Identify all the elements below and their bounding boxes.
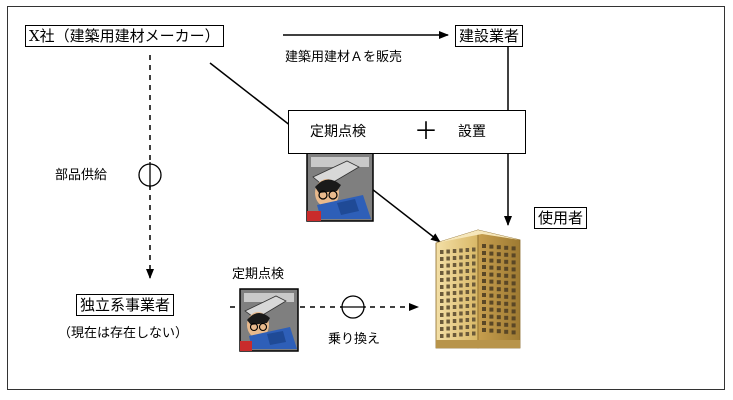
circle-junction-icon xyxy=(340,295,366,319)
not-exist-note: （現在は存在しない） xyxy=(58,326,189,341)
contractor-node: 建設業者 xyxy=(455,25,524,47)
parts-supply-label: 部品供給 xyxy=(55,168,108,183)
maintenance-label: 定期点検 xyxy=(310,124,366,140)
sale-label: 建築用建材Ａを販売 xyxy=(285,50,403,65)
diagram-frame xyxy=(7,6,725,390)
switch-label: 乗り換え xyxy=(328,332,381,347)
user-node: 使用者 xyxy=(534,207,588,229)
worker-icon xyxy=(239,288,299,352)
independent-node: 独立系事業者 xyxy=(76,294,175,316)
inspection-label: 定期点検 xyxy=(232,267,285,282)
worker-icon xyxy=(306,152,374,222)
maintenance-installation-box xyxy=(288,110,526,154)
installation-label: 設置 xyxy=(458,124,486,140)
manufacturer-node: X社（建築用建材メーカー） xyxy=(25,25,224,47)
plus-sign: ＋ xyxy=(414,117,438,145)
building-icon xyxy=(435,229,521,349)
circle-junction-icon xyxy=(138,162,162,188)
